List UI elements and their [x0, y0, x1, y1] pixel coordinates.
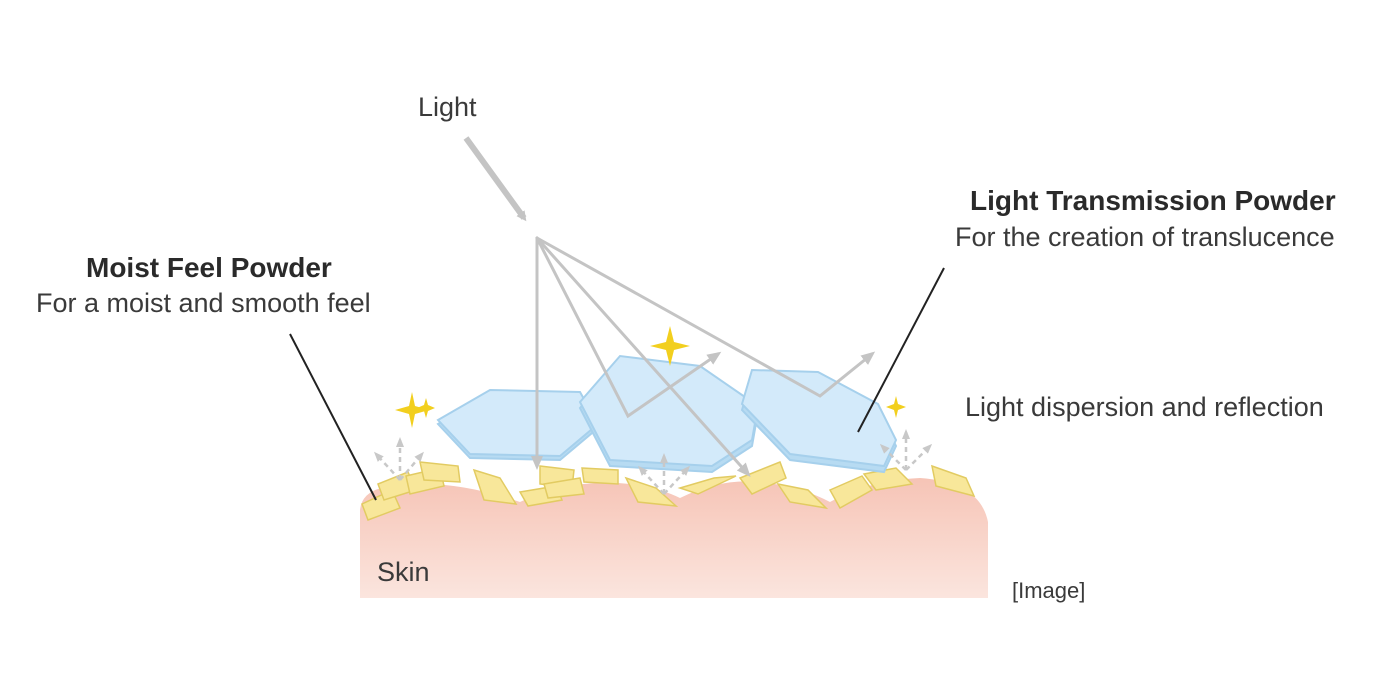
light-transmission-powder-subtitle: For the creation of translucence	[955, 222, 1335, 252]
sparkle-icons	[395, 326, 906, 428]
moist-feel-powder-title: Moist Feel Powder	[86, 252, 332, 283]
moist-feel-powder-subtitle: For a moist and smooth feel	[36, 288, 371, 318]
light-transmission-powder-title: Light Transmission Powder	[970, 185, 1336, 216]
light-rays	[531, 236, 876, 477]
moist-powder-flakes	[361, 461, 976, 521]
leader-lines	[289, 267, 945, 501]
image-note-label: [Image]	[1012, 578, 1086, 603]
transmission-powder-plates	[436, 354, 898, 474]
incoming-light-arrow	[463, 136, 527, 222]
dispersion-label: Light dispersion and reflection	[965, 392, 1324, 422]
skin-label: Skin	[377, 557, 430, 587]
skin-layer	[360, 478, 988, 598]
light-label: Light	[418, 92, 477, 122]
dispersion-arrows	[373, 429, 933, 495]
